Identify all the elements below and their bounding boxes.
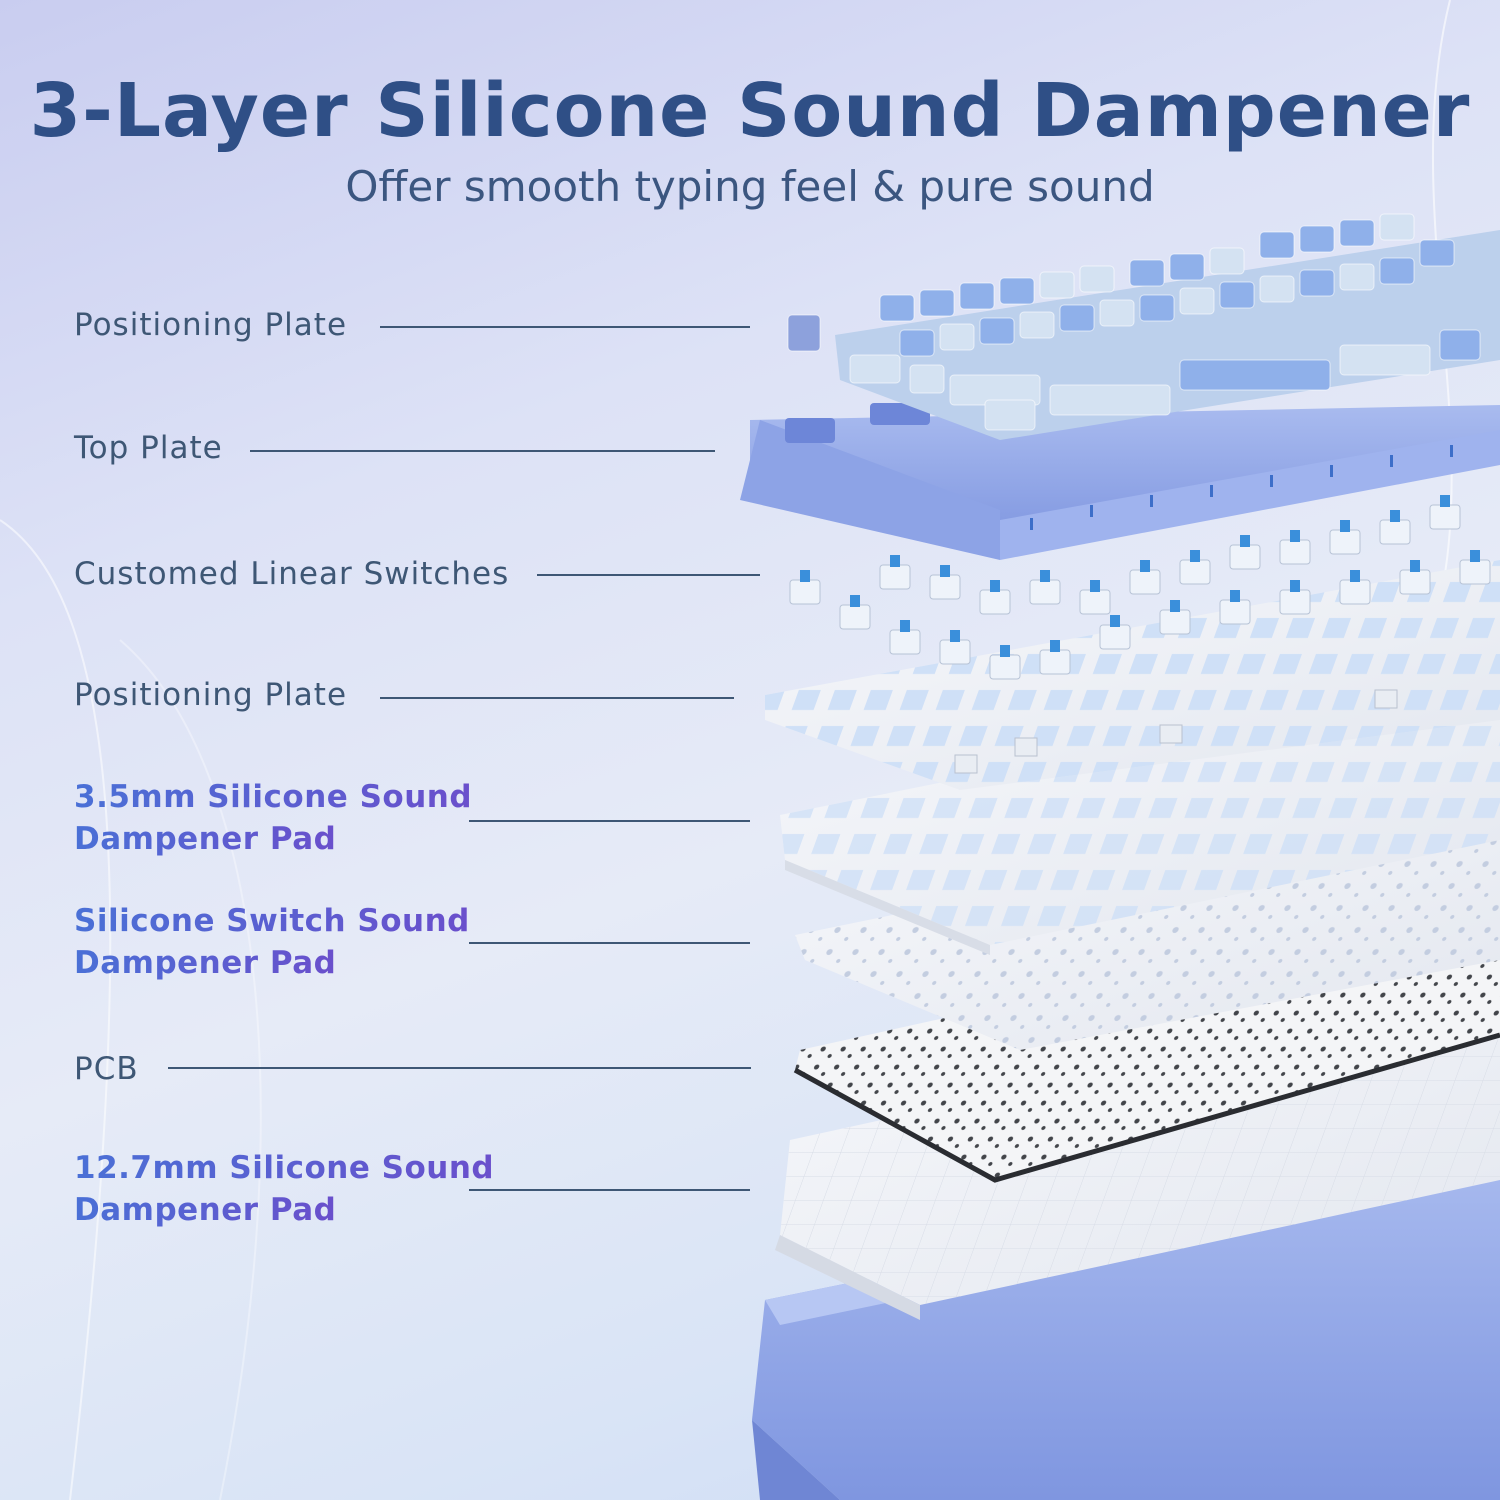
leader-line	[469, 820, 750, 822]
label-3-5mm-pad-line2: Dampener Pad	[74, 818, 336, 860]
leader-line	[380, 697, 734, 699]
leader-line	[168, 1067, 751, 1069]
label-linear-switches: Customed Linear Switches	[74, 556, 510, 592]
leader-line	[469, 942, 750, 944]
label-switch-pad-line1: Silicone Switch Sound	[74, 900, 470, 942]
exploded-keyboard-illustration	[740, 213, 1500, 1500]
label-switch-pad-line2: Dampener Pad	[74, 942, 336, 984]
label-3-5mm-pad-line1: 3.5mm Silicone Sound	[74, 776, 472, 818]
leader-line	[250, 450, 715, 452]
linear-switches	[789, 495, 1491, 680]
label-positioning-plate-top: Positioning Plate	[74, 307, 348, 343]
leader-line	[380, 326, 750, 328]
page-subtitle: Offer smooth typing feel & pure sound	[345, 162, 1155, 211]
positioning-plate-lower	[765, 560, 1500, 790]
keycaps	[787, 213, 1500, 440]
label-positioning-plate-bottom: Positioning Plate	[74, 677, 348, 713]
label-pcb: PCB	[74, 1051, 139, 1087]
leader-line	[537, 574, 760, 576]
leader-line	[469, 1189, 750, 1191]
top-plate	[740, 403, 1500, 560]
page-title: 3-Layer Silicone Sound Dampener	[29, 68, 1471, 154]
label-12-7mm-pad-line1: 12.7mm Silicone Sound	[74, 1147, 494, 1189]
label-12-7mm-pad-line2: Dampener Pad	[74, 1189, 336, 1231]
label-top-plate: Top Plate	[74, 430, 223, 466]
